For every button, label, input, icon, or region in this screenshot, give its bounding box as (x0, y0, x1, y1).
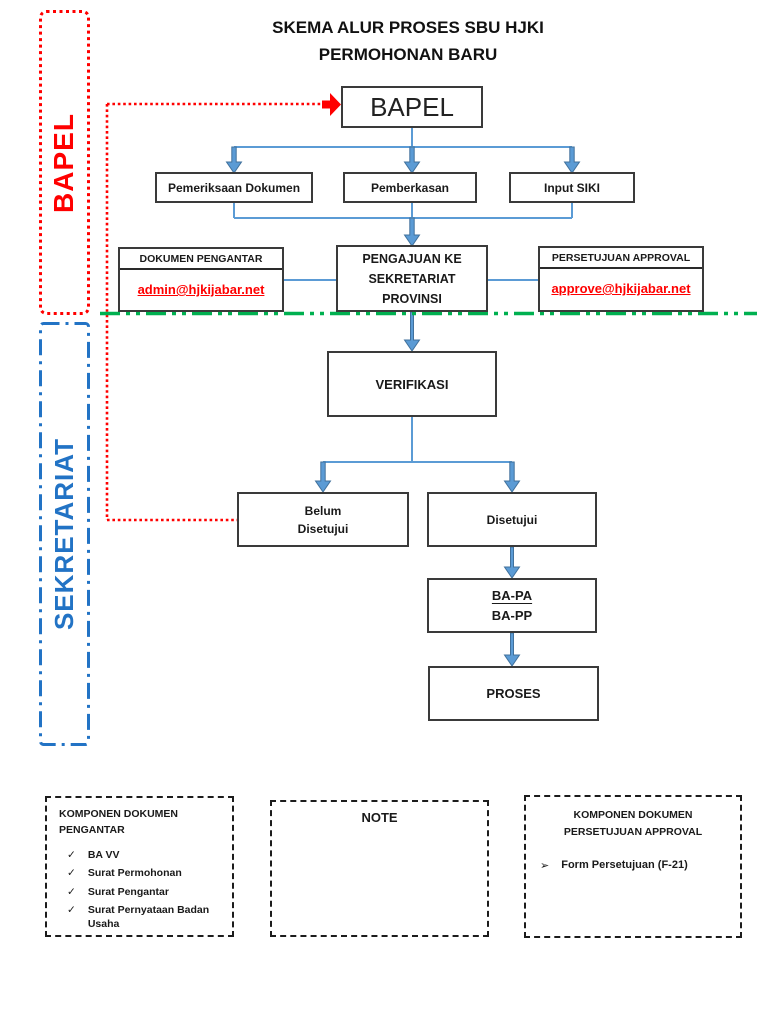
list-item: ✓ Surat Pernyataan Badan Usaha (59, 904, 224, 931)
flow-box-dokumen-pengantar: DOKUMEN PENGANTAR admin@hjkijabar.net (118, 247, 284, 312)
check-icon: ✓ (67, 904, 76, 917)
verifikasi-label: VERIFIKASI (375, 376, 449, 392)
note-box-komponen-approval: KOMPONEN DOKUMEN PERSETUJUAN APPROVAL ➢ … (524, 795, 742, 938)
flow-box-input-siki-label: Input SIKI (544, 180, 600, 195)
disetujui-label: Disetujui (486, 512, 538, 527)
list-item: ➢ Form Persetujuan (F-21) (536, 859, 730, 872)
persetujuan-approval-header: PERSETUJUAN APPROVAL (540, 248, 702, 269)
list-item: ✓ Surat Permohonan (59, 867, 224, 881)
belum-line2: Disetujui (297, 521, 349, 536)
note-box-note: NOTE (270, 800, 489, 937)
list-item-label: BA VV (87, 848, 120, 861)
page-title: SKEMA ALUR PROSES SBU HJKI PERMOHONAN BA… (104, 14, 712, 68)
admin-email-link[interactable]: admin@hjkijabar.net (137, 282, 265, 297)
check-icon: ✓ (67, 867, 76, 880)
flow-box-ba: BA-PA BA-PP (427, 578, 597, 633)
flow-box-pemeriksaan-dokumen: Pemeriksaan Dokumen (155, 172, 313, 203)
down-arrow-icon (503, 546, 521, 579)
down-arrow-icon (403, 146, 421, 174)
belum-line1: Belum (304, 503, 342, 518)
flow-box-pemberkasan: Pemberkasan (343, 172, 477, 203)
down-arrow-icon (225, 146, 243, 174)
down-arrow-icon (503, 632, 521, 667)
down-arrow-icon (563, 146, 581, 174)
note-box-komponen-pengantar: KOMPONEN DOKUMEN PENGANTAR ✓ BA VV ✓ Sur… (45, 796, 234, 937)
flow-box-bapel-label: BAPEL (370, 91, 454, 122)
list-item: ✓ Surat Pengantar (59, 886, 224, 900)
komponen-pengantar-title: KOMPONEN DOKUMEN PENGANTAR (59, 808, 179, 837)
komponen-pengantar-list: ✓ BA VV ✓ Surat Permohonan ✓ Surat Penga… (59, 849, 224, 932)
flow-box-bapel: BAPEL (341, 86, 483, 128)
check-icon: ✓ (67, 848, 76, 861)
list-item-label: Surat Pernyataan Badan Usaha (87, 904, 210, 931)
bapel-lane-border (39, 10, 90, 315)
flow-box-pengajuan: PENGAJUAN KE SEKRETARIAT PROVINSI (336, 245, 488, 312)
note-title: NOTE (361, 810, 398, 825)
pengajuan-line3: PROVINSI (382, 291, 442, 306)
ba-pp-label: BA-PP (491, 607, 533, 623)
arrow-bullet-icon: ➢ (540, 859, 550, 872)
dokumen-pengantar-header: DOKUMEN PENGANTAR (120, 249, 282, 270)
red-arrow-icon (322, 93, 341, 116)
flow-box-disetujui: Disetujui (427, 492, 597, 547)
flow-box-pemeriksaan-label: Pemeriksaan Dokumen (167, 180, 301, 195)
approve-email-link[interactable]: approve@hjkijabar.net (551, 281, 691, 296)
flow-box-verifikasi: VERIFIKASI (327, 351, 497, 417)
sekretariat-lane-border (39, 322, 90, 746)
list-item-label: Form Persetujuan (F-21) (561, 858, 688, 871)
proses-label: PROSES (486, 686, 541, 701)
ba-pa-label: BA-PA (491, 588, 533, 603)
down-arrow-icon (403, 217, 421, 247)
page-title-line2: PERMOHONAN BARU (318, 45, 498, 65)
pengajuan-line1: PENGAJUAN KE (362, 251, 462, 266)
flow-box-input-siki: Input SIKI (509, 172, 635, 203)
komponen-approval-title: KOMPONEN DOKUMEN PERSETUJUAN APPROVAL (563, 809, 703, 838)
flow-box-proses: PROSES (428, 666, 599, 721)
list-item-label: Surat Permohonan (87, 867, 182, 880)
flow-box-pemberkasan-label: Pemberkasan (370, 180, 450, 195)
list-item-label: Surat Pengantar (87, 885, 169, 898)
down-arrow-icon (503, 461, 521, 493)
flow-box-persetujuan-approval: PERSETUJUAN APPROVAL approve@hjkijabar.n… (538, 246, 704, 312)
down-arrow-icon (403, 311, 421, 352)
page-title-line1: SKEMA ALUR PROSES SBU HJKI (272, 18, 544, 37)
flow-box-belum-disetujui: Belum Disetujui (237, 492, 409, 547)
down-arrow-icon (314, 461, 332, 493)
pengajuan-line2: SEKRETARIAT (368, 271, 456, 286)
check-icon: ✓ (67, 885, 76, 898)
list-item: ✓ BA VV (59, 849, 224, 863)
